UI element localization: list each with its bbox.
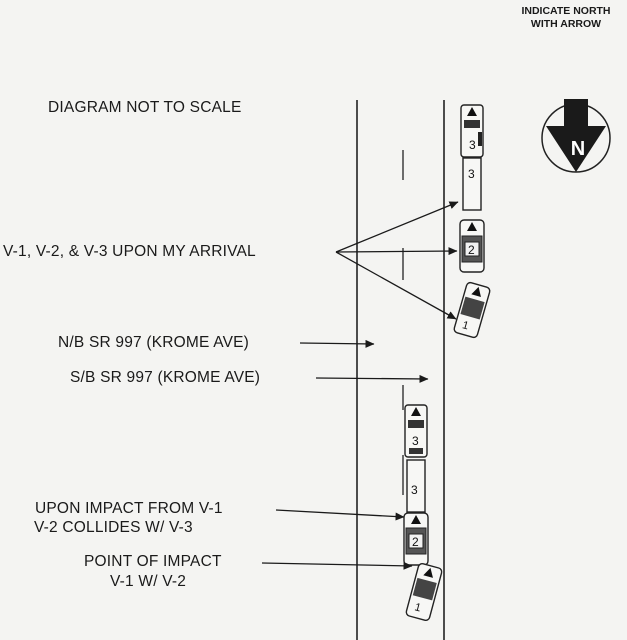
vehicle-3-cab-label: 3 bbox=[469, 138, 476, 152]
impact-arrow bbox=[275, 509, 405, 521]
northbound-label: N/B SR 997 (KROME AVE) bbox=[58, 334, 250, 351]
impact-label-line1: UPON IMPACT FROM V-1 bbox=[35, 500, 223, 517]
point-of-impact-line2: V-1 W/ V-2 bbox=[110, 573, 187, 590]
northbound-arrow bbox=[299, 339, 375, 348]
vehicle-3-tractor-bottom: 3 bbox=[404, 404, 428, 458]
point-of-impact-arrow bbox=[261, 561, 413, 570]
vehicle-2-bottom: 2 bbox=[403, 512, 429, 566]
vehicle-3-cab-label: 3 bbox=[412, 434, 419, 448]
southbound-label: S/B SR 997 (KROME AVE) bbox=[70, 369, 261, 386]
vehicle-1-label: 1 bbox=[461, 319, 470, 332]
impact-label-line2: V-2 COLLIDES W/ V-3 bbox=[34, 519, 193, 536]
north-arrow-icon: N bbox=[541, 99, 611, 173]
vehicle-2-label: 2 bbox=[412, 535, 419, 549]
vehicle-1-label: 1 bbox=[413, 601, 422, 614]
north-letter: N bbox=[571, 138, 585, 160]
vehicle-3-trailer-bottom: 3 bbox=[406, 459, 426, 513]
arrival-arrows bbox=[335, 201, 459, 320]
vehicle-3-trailer-label: 3 bbox=[468, 167, 475, 181]
vehicle-1-top: 1 bbox=[453, 281, 491, 339]
vehicle-1-bottom: 1 bbox=[405, 563, 443, 621]
vehicle-2-label: 2 bbox=[468, 243, 475, 257]
vehicle-3-trailer-label: 3 bbox=[411, 483, 418, 497]
vehicle-3-tractor-top: 3 bbox=[460, 104, 484, 158]
vehicle-2-top: 2 bbox=[459, 219, 485, 273]
arrival-label: V-1, V-2, & V-3 UPON MY ARRIVAL bbox=[3, 243, 256, 260]
vehicle-3-trailer-top: 3 bbox=[462, 157, 482, 211]
scale-note: DIAGRAM NOT TO SCALE bbox=[48, 99, 242, 116]
north-instruction: INDICATE NORTH WITH ARROW bbox=[521, 5, 611, 30]
southbound-arrow bbox=[315, 374, 429, 383]
point-of-impact-line1: POINT OF IMPACT bbox=[84, 553, 222, 570]
